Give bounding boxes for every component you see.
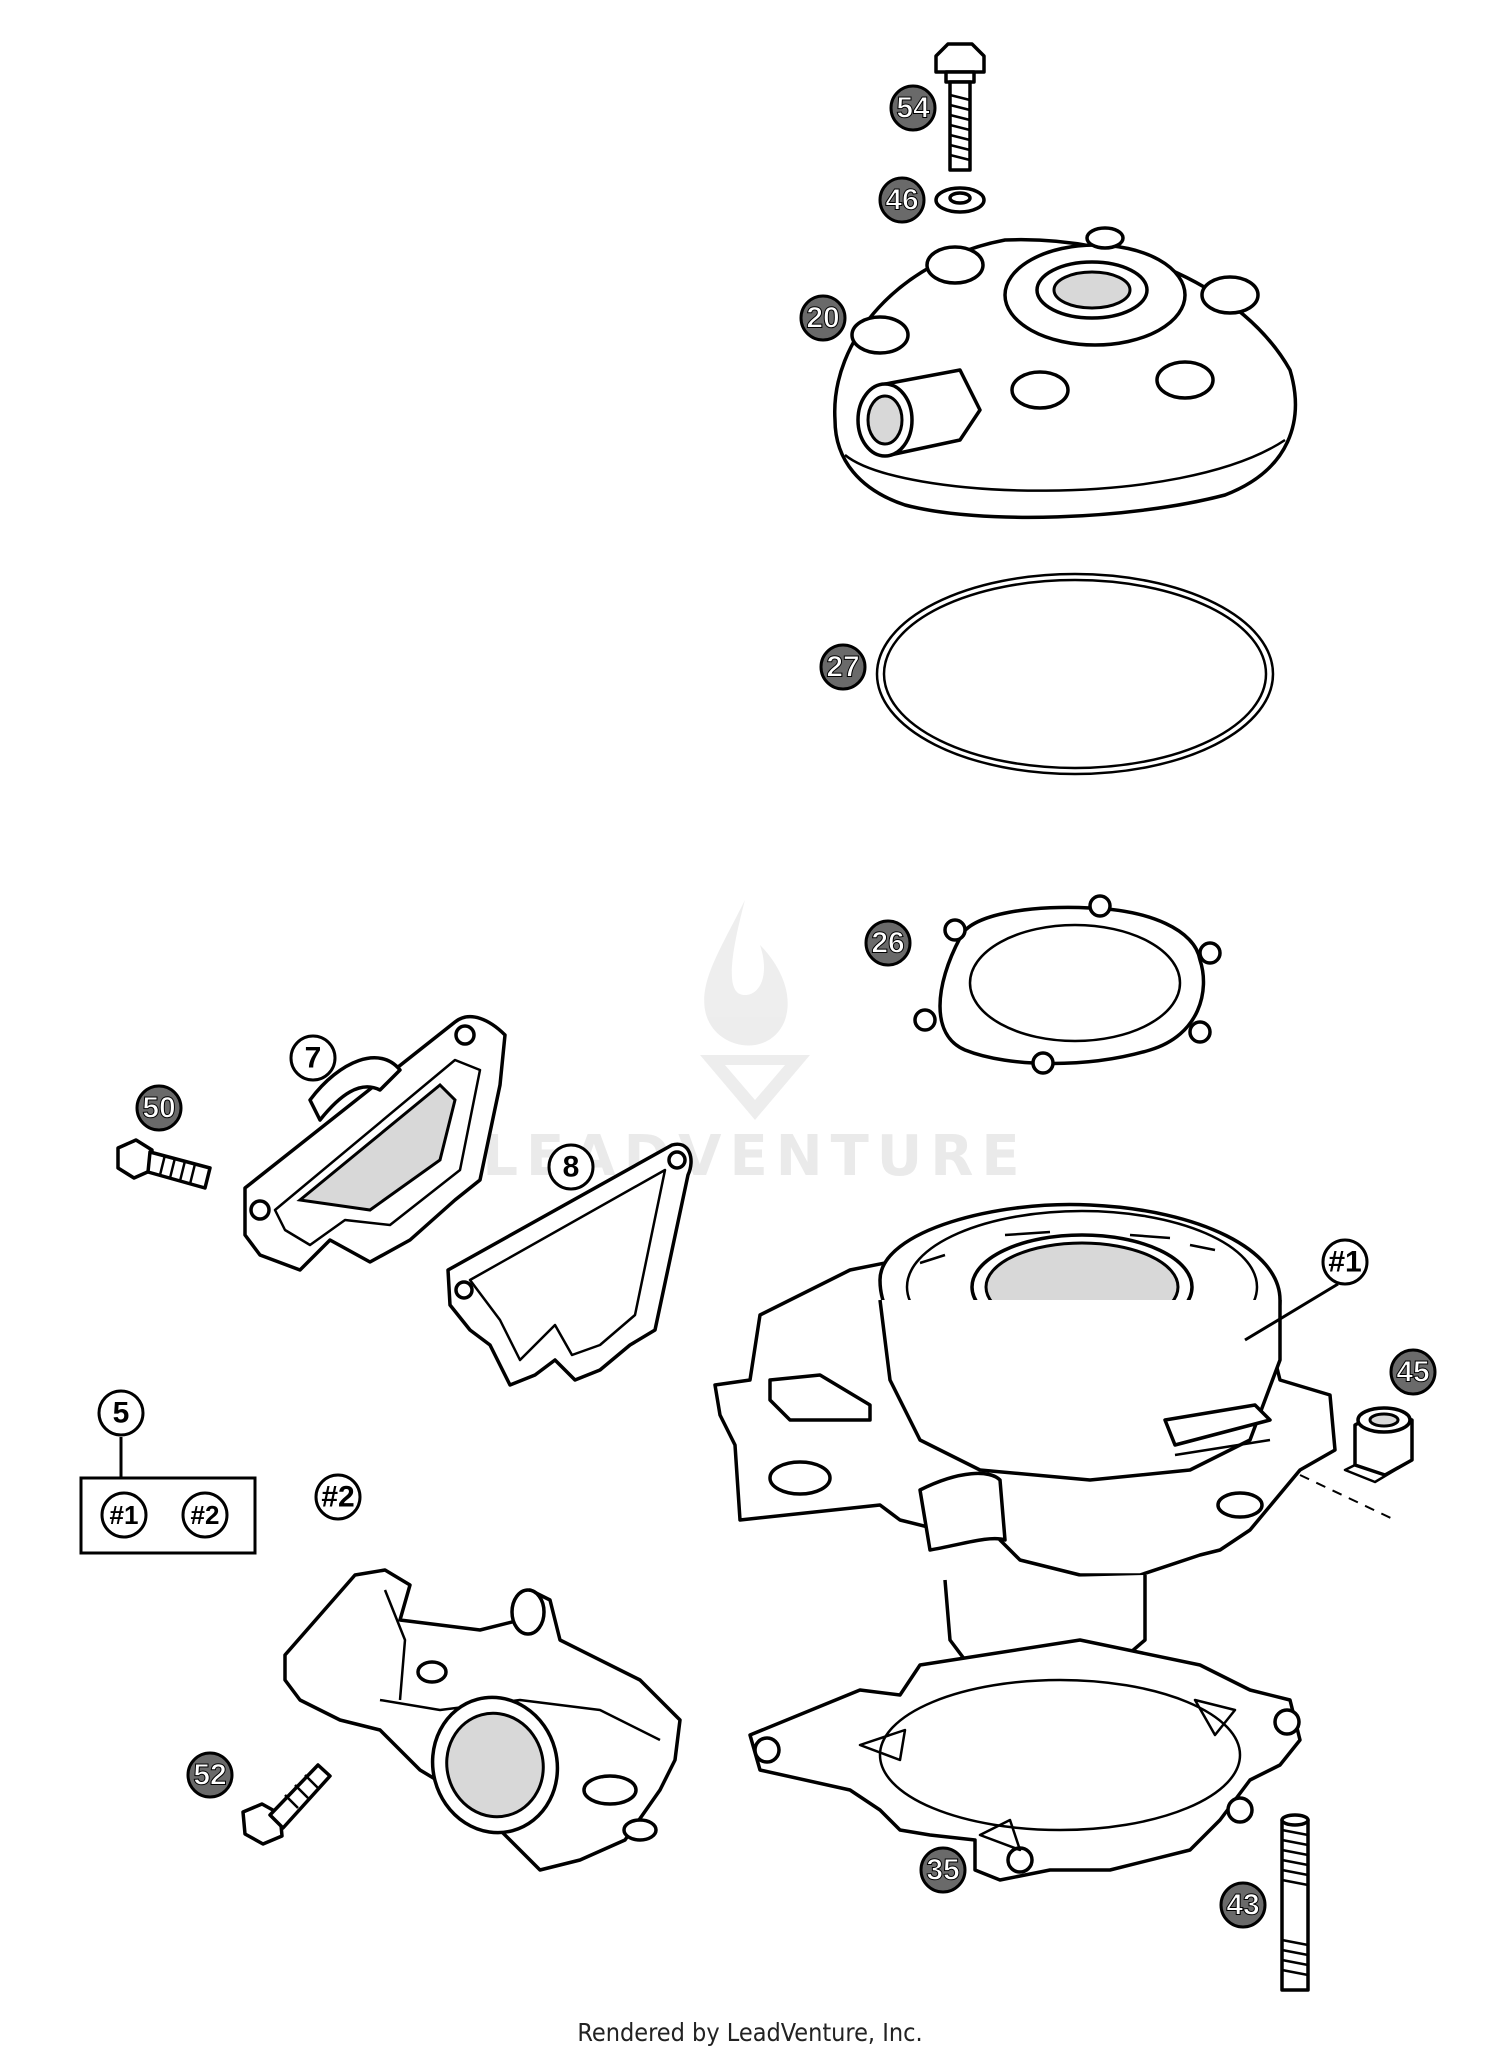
- callout-5: 5: [97, 1389, 145, 1437]
- callout-45: 45: [1389, 1348, 1437, 1396]
- flame-logo-icon: [704, 900, 788, 1046]
- part-1-cylinder[interactable]: [713, 1202, 1337, 1692]
- part-7-flange[interactable]: [243, 1015, 507, 1272]
- svg-text:5: 5: [113, 1397, 130, 1430]
- callout-54: 54: [889, 84, 937, 132]
- svg-text:#1: #1: [110, 1500, 139, 1530]
- svg-text:46: 46: [885, 184, 918, 217]
- part-46-washer[interactable]: [934, 186, 986, 214]
- svg-text:26: 26: [871, 927, 904, 960]
- part-52-screw[interactable]: [241, 1763, 332, 1846]
- svg-text:20: 20: [806, 302, 839, 335]
- callout-26: 26: [864, 919, 912, 967]
- svg-text:27: 27: [826, 651, 859, 684]
- callout-52: 52: [186, 1751, 234, 1799]
- part-50-screw[interactable]: [116, 1138, 212, 1190]
- callout-43: 43: [1219, 1881, 1267, 1929]
- part-35-base-gasket[interactable]: [748, 1638, 1302, 1882]
- svg-text:#2: #2: [191, 1500, 220, 1530]
- footer-credit: Rendered by LeadVenture, Inc.: [577, 2018, 923, 2047]
- svg-text:35: 35: [926, 1854, 959, 1887]
- callout-1: #1: [1244, 1238, 1369, 1342]
- svg-text:52: 52: [193, 1759, 226, 1792]
- callout-27: 27: [819, 643, 867, 691]
- callout-8: 8: [547, 1143, 595, 1191]
- svg-text:#1: #1: [1328, 1246, 1361, 1279]
- part-45-nut[interactable]: [1343, 1406, 1414, 1484]
- svg-text:8: 8: [563, 1151, 580, 1184]
- part-8-gasket[interactable]: [446, 1142, 693, 1387]
- callout-50: 50: [135, 1084, 183, 1132]
- callout-7: 7: [289, 1034, 337, 1082]
- part-54-bolt[interactable]: [934, 42, 986, 172]
- svg-text:#2: #2: [321, 1481, 354, 1514]
- svg-text:7: 7: [305, 1042, 322, 1075]
- part-27-o-ring[interactable]: [875, 572, 1275, 776]
- nut-45-guide-line: [1299, 1474, 1396, 1521]
- callout-20: 20: [799, 294, 847, 342]
- svg-text:54: 54: [896, 92, 930, 125]
- callout-46: 46: [878, 176, 926, 224]
- callout-2: #2: [314, 1473, 362, 1521]
- svg-text:43: 43: [1226, 1889, 1259, 1922]
- part-26-head-gasket[interactable]: [913, 894, 1222, 1075]
- svg-text:45: 45: [1396, 1356, 1429, 1389]
- part-5-kit[interactable]: #1 #2: [79, 1437, 257, 1555]
- v-logo-icon: [700, 1055, 810, 1120]
- part-20-cylinder-head[interactable]: [833, 226, 1298, 520]
- svg-text:50: 50: [142, 1092, 175, 1125]
- part-2-exhaust-flange[interactable]: [283, 1568, 682, 1872]
- part-43-stud[interactable]: [1280, 1813, 1310, 1992]
- callout-35: 35: [919, 1846, 967, 1894]
